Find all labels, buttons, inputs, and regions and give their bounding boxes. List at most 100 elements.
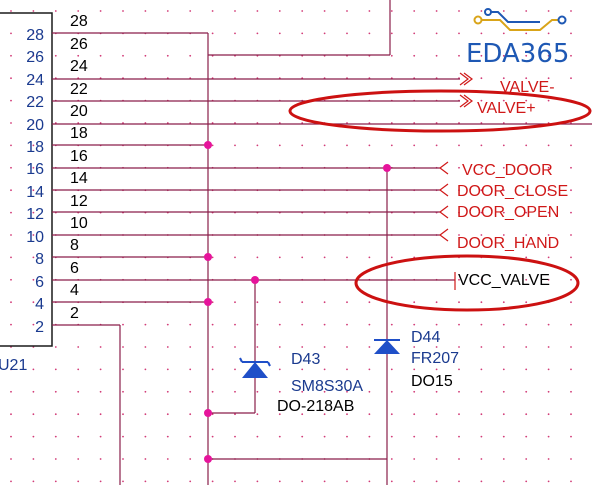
grid-dot	[234, 301, 236, 304]
net-label-vcc-valve[interactable]: VCC_VALVE	[458, 272, 550, 289]
grid-dot	[234, 368, 236, 371]
grid-dot	[323, 390, 326, 393]
grid-dot	[458, 32, 460, 35]
grid-dot	[390, 368, 393, 371]
grid-dot	[458, 413, 460, 416]
grid-dot	[323, 301, 326, 304]
grid-dot	[413, 480, 416, 483]
grid-dot	[458, 54, 460, 57]
grid-dot	[211, 10, 214, 12]
pin-number-left: 20	[26, 117, 44, 134]
net-label-door-open[interactable]: DOOR_OPEN	[457, 204, 559, 221]
grid-dot	[480, 301, 483, 304]
grid-dot	[390, 413, 393, 416]
grid-dot	[547, 77, 550, 80]
net-label-vcc-door[interactable]: VCC_DOOR	[462, 162, 553, 179]
junction-dot	[204, 455, 212, 463]
grid-dot	[301, 32, 304, 35]
grid-dot	[166, 458, 169, 460]
grid-dot	[54, 458, 57, 460]
grid-dot	[525, 144, 528, 147]
net-label-valve-plus[interactable]: VALVE+	[477, 100, 536, 117]
grid-dot	[301, 323, 304, 326]
grid-dot	[390, 480, 393, 483]
grid-dot	[570, 435, 572, 438]
grid-dot	[144, 54, 147, 57]
grid-dot	[346, 413, 348, 416]
grid-dot	[278, 144, 281, 147]
grid-dot	[10, 458, 12, 460]
grid-dot	[144, 390, 147, 393]
grid-dot	[502, 480, 505, 483]
grid-dot	[256, 390, 259, 393]
diode-d44-refdes[interactable]: D44	[411, 329, 440, 346]
diode-d43-package[interactable]: DO-218AB	[277, 398, 354, 415]
grid-dot	[480, 211, 483, 214]
grid-dot	[54, 54, 57, 57]
grid-dot	[234, 346, 236, 348]
net-label-valve-minus[interactable]: VALVE-	[500, 79, 555, 96]
grid-dot	[301, 256, 304, 259]
pin-number-right: 8	[70, 237, 79, 254]
diode-d44-part[interactable]: FR207	[411, 350, 459, 367]
chevron-vcc-door	[439, 161, 449, 175]
grid-dot	[54, 390, 57, 393]
connector-refdes[interactable]: U21	[0, 357, 27, 374]
grid-dot	[346, 32, 348, 35]
grid-dot	[234, 32, 236, 35]
grid-dot	[211, 390, 214, 393]
grid-dot	[435, 480, 438, 483]
net-label-door-hand[interactable]: DOOR_HAND	[457, 235, 559, 252]
pin-number-right: 26	[70, 36, 88, 53]
grid-dot	[368, 390, 371, 393]
grid-dot	[166, 435, 169, 438]
chevron-valve-minus	[459, 72, 469, 86]
diode-d43-wing-left	[239, 357, 243, 363]
diode-d43-refdes[interactable]: D43	[291, 351, 320, 368]
grid-dot	[122, 346, 124, 348]
grid-dot	[189, 435, 192, 438]
grid-dot	[10, 234, 12, 236]
grid-dot	[502, 77, 505, 80]
grid-dot	[435, 346, 438, 348]
grid-dot	[570, 211, 572, 214]
grid-dot	[301, 10, 304, 12]
grid-dot	[390, 54, 393, 57]
grid-dot	[458, 278, 460, 281]
pin-number-right: 2	[70, 305, 79, 322]
grid-dot	[32, 122, 35, 124]
grid-dot	[10, 480, 12, 483]
grid-dot	[480, 144, 483, 147]
grid-dot	[278, 390, 281, 393]
pin-number-left: 14	[26, 184, 44, 201]
grid-dot	[10, 256, 12, 259]
grid-dot	[390, 435, 393, 438]
diode-d44-symbol[interactable]	[374, 339, 400, 354]
grid-dot	[480, 32, 483, 35]
grid-dot	[99, 346, 102, 348]
diode-d43-symbol[interactable]	[239, 357, 271, 378]
grid-dot	[525, 368, 528, 371]
grid-dot	[77, 413, 80, 416]
grid-dot	[368, 413, 371, 416]
pin-number-left: 28	[26, 27, 44, 44]
pin-number-left: 4	[35, 296, 44, 313]
grid-dot	[480, 77, 483, 80]
grid-dot	[77, 480, 80, 483]
grid-dot	[189, 346, 192, 348]
grid-dot	[278, 435, 281, 438]
grid-dot	[570, 144, 572, 147]
grid-dot	[570, 346, 572, 348]
grid-dot	[458, 166, 460, 169]
grid-dot	[525, 435, 528, 438]
pin-number-right: 28	[70, 13, 88, 30]
net-label-door-close[interactable]: DOOR_CLOSE	[457, 183, 568, 200]
grid-dot	[480, 234, 483, 236]
grid-dot	[525, 413, 528, 416]
grid-dot	[323, 144, 326, 147]
grid-dot	[502, 166, 505, 169]
diode-d44-package[interactable]: DO15	[411, 373, 453, 390]
grid-dot	[413, 368, 416, 371]
diode-d43-part[interactable]: SM8S30A	[291, 378, 363, 395]
grid-dot	[10, 32, 12, 35]
